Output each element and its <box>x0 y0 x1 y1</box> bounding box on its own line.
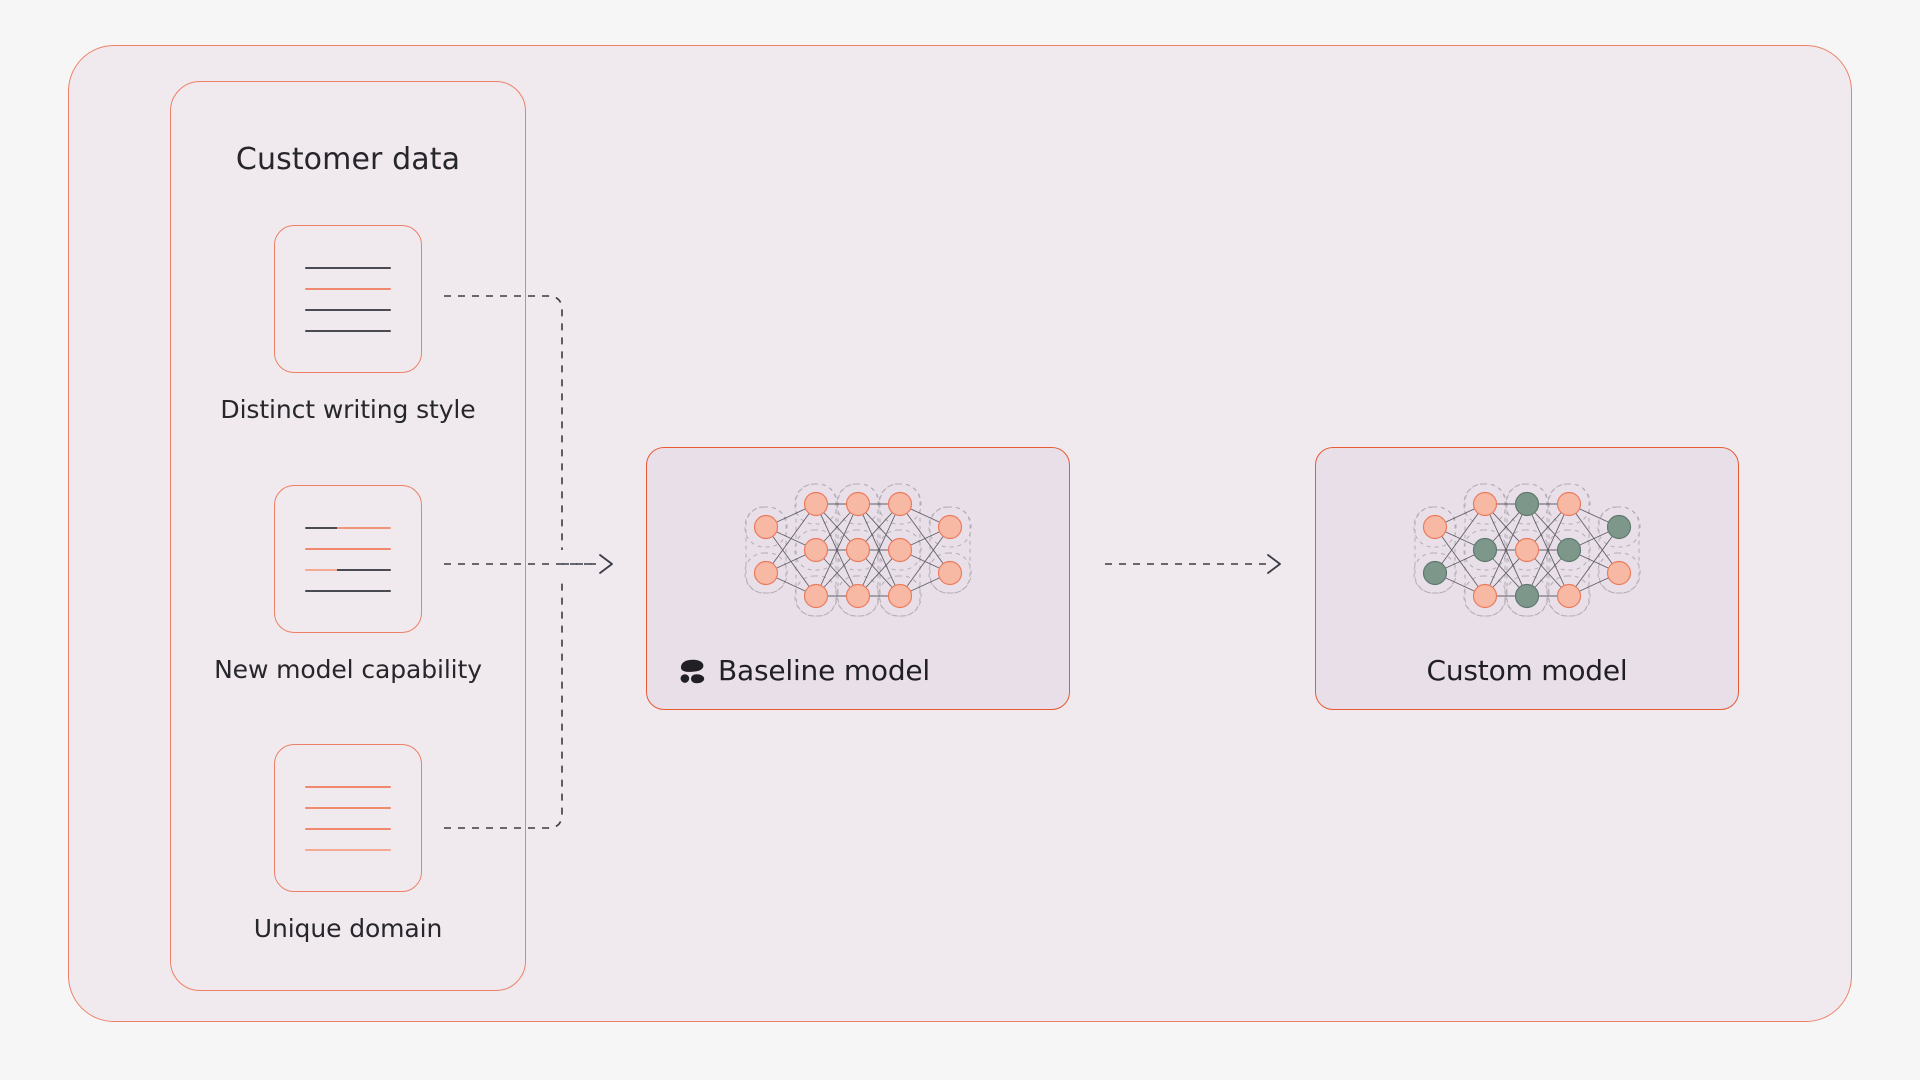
baseline-model-footer: Baseline model <box>677 654 930 687</box>
document-item[interactable]: New model capability <box>171 485 525 684</box>
network-node-salmon <box>1472 583 1498 609</box>
network-node-green <box>1472 537 1498 563</box>
network-node-salmon <box>845 537 871 563</box>
doc-line-segment <box>336 526 391 529</box>
doc-line-segment <box>305 547 391 550</box>
baseline-model-box[interactable]: Baseline model <box>646 447 1070 710</box>
network-node-salmon <box>1514 537 1540 563</box>
custom-model-footer: Custom model <box>1316 654 1738 687</box>
neural-network-diagram <box>744 483 972 617</box>
doc-line-segment <box>305 827 391 830</box>
network-node-salmon <box>937 514 963 540</box>
document-label: Distinct writing style <box>220 395 476 424</box>
network-node-green <box>1606 514 1632 540</box>
doc-line-segment <box>305 848 391 851</box>
network-node-salmon <box>753 560 779 586</box>
custom-network <box>1413 470 1641 635</box>
baseline-model-label: Baseline model <box>718 654 930 687</box>
network-node-salmon <box>1472 491 1498 517</box>
document-card-icon <box>274 485 422 633</box>
network-node-green <box>1556 537 1582 563</box>
network-node-green <box>1514 491 1540 517</box>
doc-line-segment <box>305 526 337 529</box>
network-nodes <box>753 491 963 609</box>
doc-line-segment <box>336 568 391 571</box>
network-node-salmon <box>803 491 829 517</box>
doc-line <box>305 547 391 550</box>
network-node-salmon <box>887 491 913 517</box>
cohere-logo-icon <box>680 659 705 683</box>
doc-line <box>305 287 391 290</box>
document-label: Unique domain <box>253 914 443 943</box>
network-node-salmon <box>803 537 829 563</box>
doc-line <box>305 785 391 788</box>
baseline-network <box>744 470 972 635</box>
doc-line-segment <box>305 287 391 290</box>
doc-line <box>305 526 391 529</box>
document-item[interactable]: Unique domain <box>171 744 525 943</box>
network-node-salmon <box>1556 491 1582 517</box>
doc-line <box>305 827 391 830</box>
custom-model-label: Custom model <box>1426 654 1628 687</box>
doc-line-segment <box>305 266 391 269</box>
document-card-icon <box>274 225 422 373</box>
doc-line <box>305 568 391 571</box>
doc-line <box>305 266 391 269</box>
doc-line <box>305 806 391 809</box>
customer-data-title: Customer data <box>235 142 461 177</box>
network-node-salmon <box>803 583 829 609</box>
document-card-icon <box>274 744 422 892</box>
doc-line-segment <box>305 308 391 311</box>
custom-model-box[interactable]: Custom model <box>1315 447 1739 710</box>
network-nodes <box>1422 491 1632 609</box>
network-node-salmon <box>1556 583 1582 609</box>
doc-line-segment <box>305 568 337 571</box>
doc-line-segment <box>305 589 391 592</box>
doc-line-segment <box>305 806 391 809</box>
network-node-salmon <box>845 583 871 609</box>
doc-line-segment <box>305 785 391 788</box>
network-node-salmon <box>937 560 963 586</box>
document-item[interactable]: Distinct writing style <box>171 225 525 424</box>
doc-line <box>305 308 391 311</box>
network-node-salmon <box>1606 560 1632 586</box>
neural-network-diagram <box>1413 483 1641 617</box>
network-node-salmon <box>887 537 913 563</box>
network-node-salmon <box>753 514 779 540</box>
doc-line <box>305 589 391 592</box>
network-node-salmon <box>887 583 913 609</box>
doc-line-segment <box>305 329 391 332</box>
network-node-green <box>1422 560 1448 586</box>
network-node-green <box>1514 583 1540 609</box>
document-label: New model capability <box>214 655 482 684</box>
network-node-salmon <box>1422 514 1448 540</box>
doc-line <box>305 848 391 851</box>
doc-line <box>305 329 391 332</box>
network-node-salmon <box>845 491 871 517</box>
customer-data-group: Customer data Distinct writing style New… <box>170 81 526 991</box>
